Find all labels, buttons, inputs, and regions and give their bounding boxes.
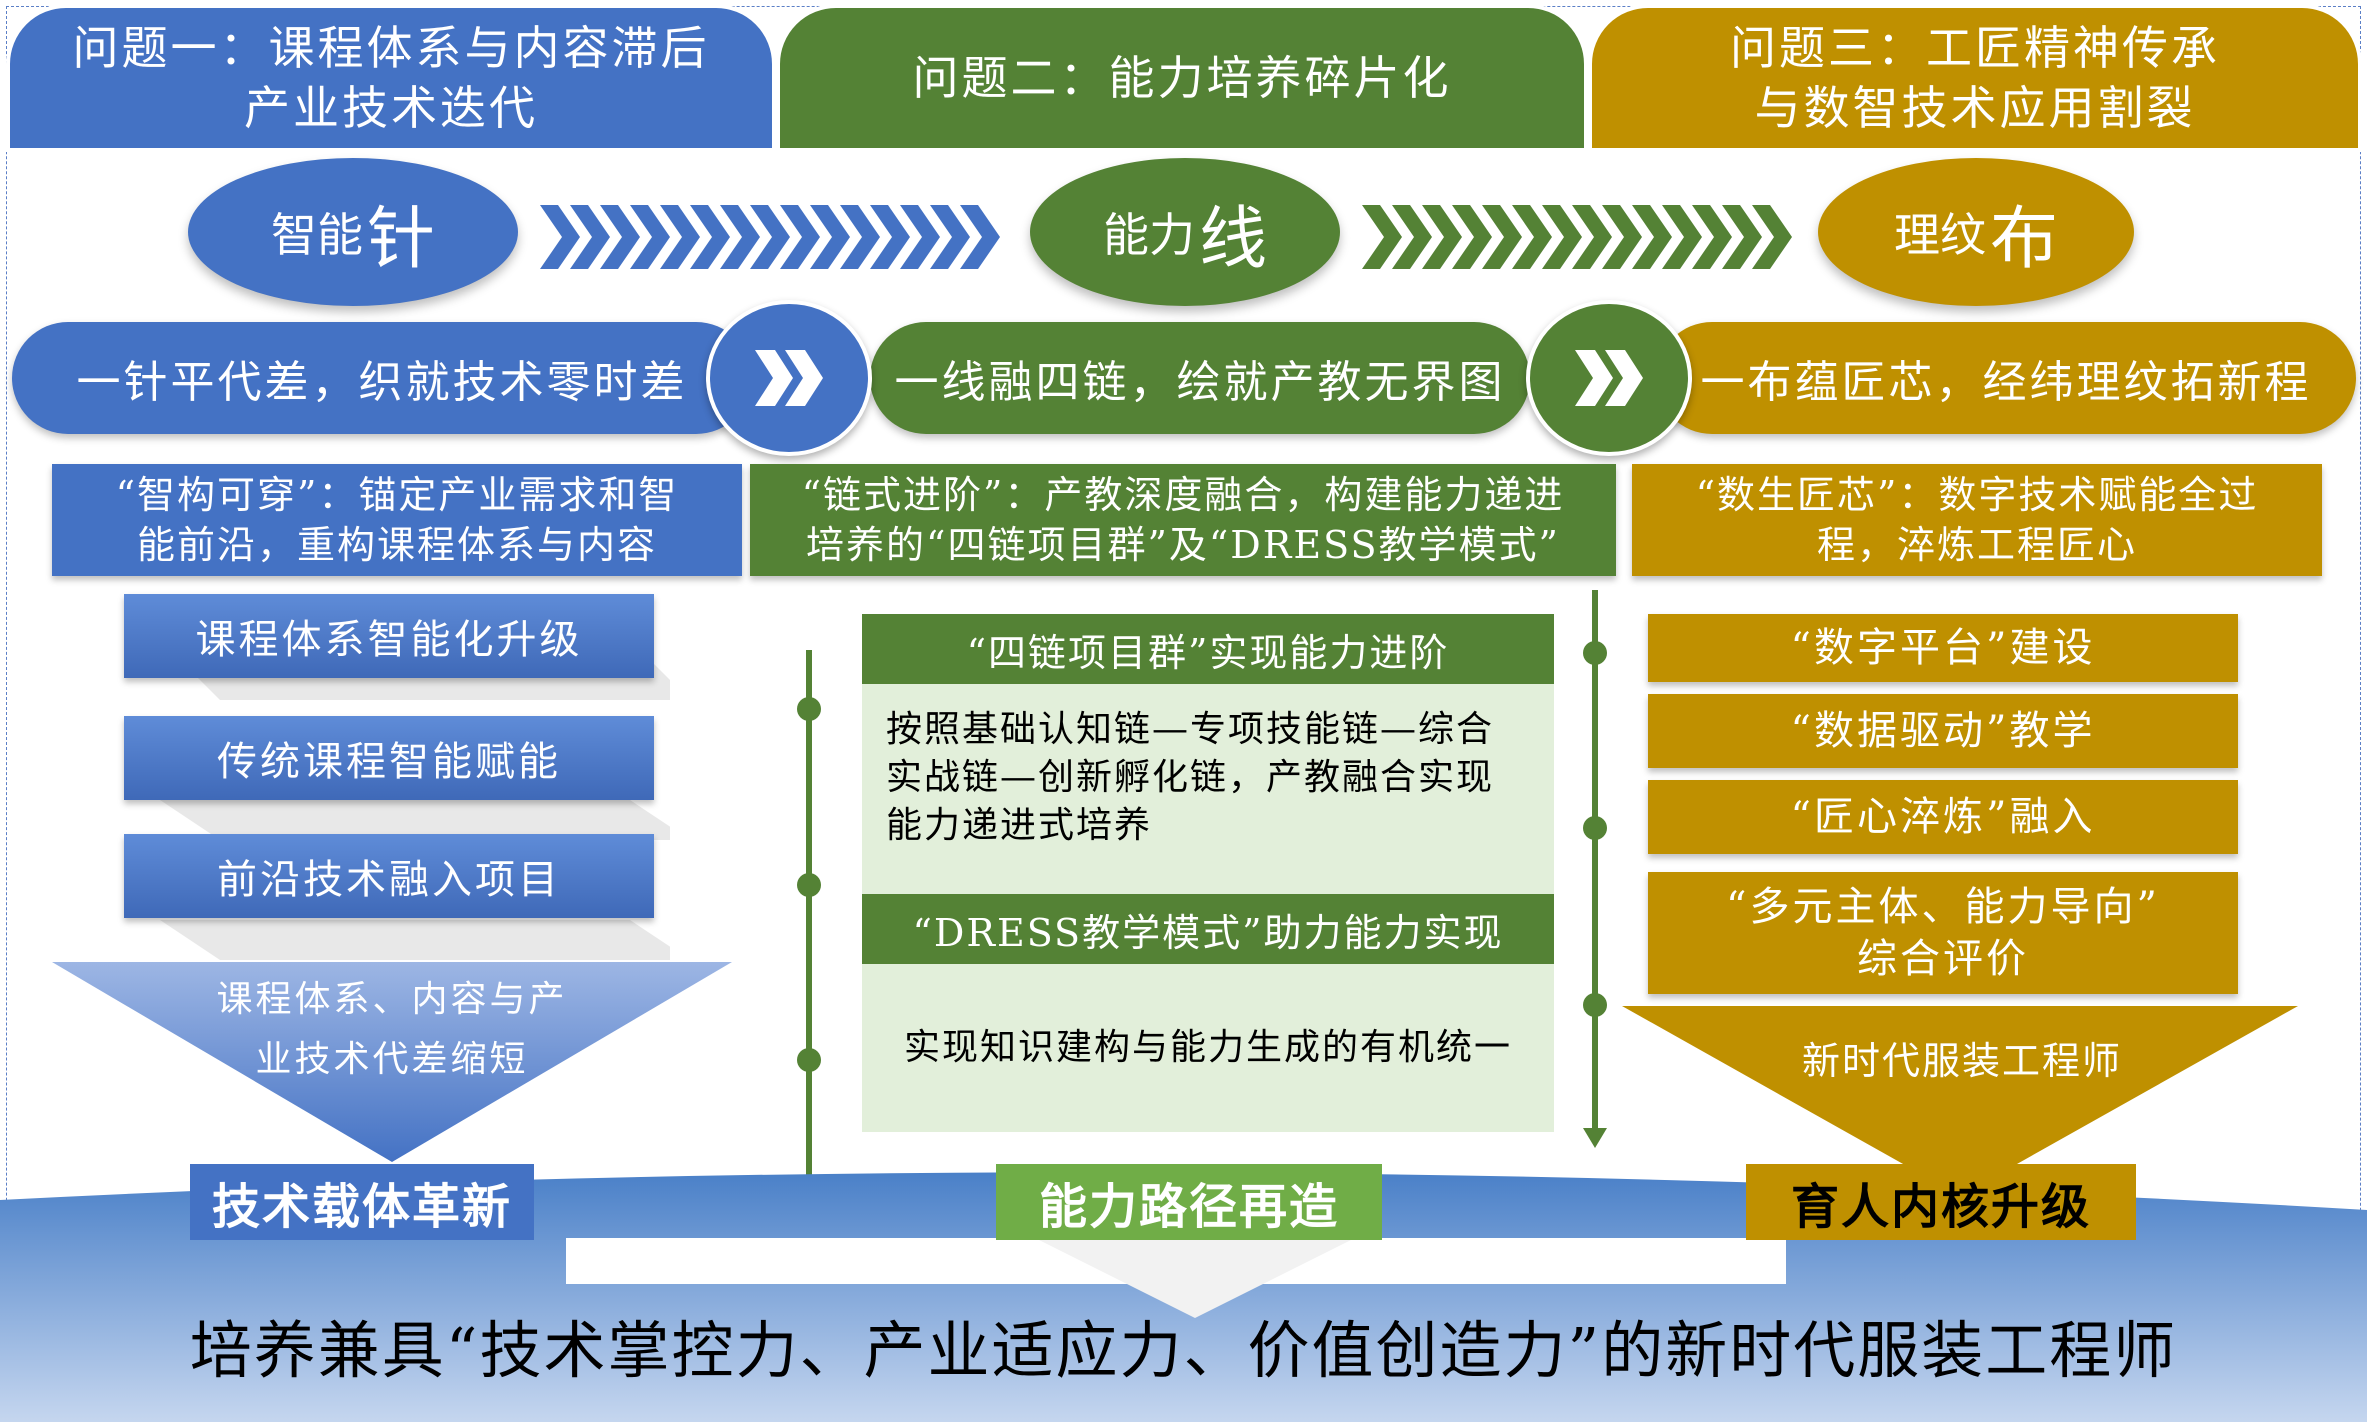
timeline-dot [1583, 993, 1607, 1017]
oval-thread-big: 线 [1198, 199, 1267, 279]
oval-thread: 能力线 [1030, 158, 1340, 306]
oval-needle-big: 针 [366, 199, 435, 279]
strategy-1-line2: 能前沿，重构课程体系与内容 [136, 523, 657, 567]
problem-3-line2: 与数智技术应用割裂 [1754, 81, 2196, 135]
col1-banner-text: 技术载体革新 [211, 1179, 512, 1235]
col3-banner: 育人内核升级 [1746, 1164, 2136, 1240]
strategy-2-header: “链式进阶”：产教深度融合，构建能力递进培养的“四链项目群”及“DRESS教学模… [750, 464, 1616, 576]
slogan-fabric-text: 一布蕴匠芯，经纬理纹拓新程 [1700, 357, 2312, 408]
slogan-needle: 一针平代差，织就技术零时差 [12, 322, 752, 434]
col1-result: 课程体系、内容与产 业技术代差缩短 [152, 970, 632, 1090]
col3-result-text: 新时代服装工程师 [1801, 1039, 2122, 1083]
double-chevron-icon [706, 300, 872, 456]
strategy-2-line1: “链式进阶”：产教深度融合，构建能力递进 [801, 473, 1565, 517]
oval-needle: 智能针 [188, 158, 518, 306]
col2-block1-title-text: “四链项目群”实现能力进阶 [966, 630, 1450, 675]
oval-fabric-small: 理纹 [1893, 208, 1986, 262]
chevron-strip-blue [540, 205, 1000, 269]
col3-result: 新时代服装工程师 [1722, 1030, 2202, 1085]
oval-fabric: 理纹布 [1818, 158, 2134, 306]
col3-item-4-line1: “多元主体、能力导向” [1726, 884, 2160, 930]
col2-block1-line1: 按照基础认知链—专项技能链—综合 [886, 709, 1495, 750]
col2-block2-body: 实现知识建构与能力生成的有机统一 [862, 964, 1554, 1132]
col3-item-4-line2: 综合评价 [1857, 936, 2029, 982]
slogan-fabric: 一布蕴匠芯，经纬理纹拓新程 [1656, 322, 2356, 434]
strategy-3-line2: 程，淬炼工程匠心 [1816, 523, 2137, 567]
col1-step-2-text: 传统课程智能赋能 [217, 739, 561, 785]
col2-block1-line3: 能力递进式培养 [886, 805, 1153, 846]
oval-fabric-big: 布 [1989, 199, 2058, 279]
col2-block1-title: “四链项目群”实现能力进阶 [862, 614, 1554, 684]
strategy-3-line1: “数生匠芯”：数字技术赋能全过 [1695, 473, 2259, 517]
strategy-3-header: “数生匠芯”：数字技术赋能全过程，淬炼工程匠心 [1632, 464, 2322, 576]
timeline-dot [797, 873, 821, 897]
problem-3-line1: 问题三：工匠精神传承 [1730, 21, 2220, 75]
problem-1-line1: 问题一：课程体系与内容滞后 [72, 21, 710, 75]
col2-banner-text: 能力路径再造 [1038, 1179, 1339, 1235]
col2-banner: 能力路径再造 [996, 1164, 1382, 1240]
col3-item-1-text: “数字平台”建设 [1790, 625, 2096, 671]
timeline-dot [797, 1048, 821, 1072]
col1-connector-shapes [160, 640, 670, 960]
slogan-thread-text: 一线融四链，绘就产教无界图 [894, 357, 1506, 408]
oval-needle-small: 智能 [270, 208, 363, 262]
col1-banner: 技术载体革新 [190, 1164, 534, 1240]
timeline-dot [1583, 816, 1607, 840]
strategy-2-line2: 培养的“四链项目群”及“DRESS教学模式” [806, 523, 1560, 567]
col2-block2-title: “DRESS教学模式”助力能力实现 [862, 894, 1554, 964]
strategy-1-header: “智构可穿”：锚定产业需求和智能前沿，重构课程体系与内容 [52, 464, 742, 576]
slogan-needle-text: 一针平代差，织就技术零时差 [76, 357, 688, 408]
col1-step-1: 课程体系智能化升级 [124, 594, 654, 678]
col3-item-1: “数字平台”建设 [1648, 614, 2238, 682]
col2-block2-title-text: “DRESS教学模式”助力能力实现 [912, 910, 1504, 955]
goal-statement: 培养兼具“技术掌控力、产业适应力、价值创造力”的新时代服装工程师 [0, 1300, 2367, 1390]
timeline-dot [1583, 641, 1607, 665]
col1-step-3-text: 前沿技术融入项目 [217, 857, 561, 903]
col3-banner-text: 育人内核升级 [1790, 1179, 2091, 1235]
col1-result-line2: 业技术代差缩短 [255, 1039, 529, 1080]
problem-3-header: 问题三：工匠精神传承与数智技术应用割裂 [1588, 4, 2362, 152]
col3-item-3-text: “匠心淬炼”融入 [1790, 794, 2096, 840]
arrow-down-icon [1583, 1128, 1607, 1148]
goal-arrow [1035, 1238, 1355, 1318]
col2-block1-body: 按照基础认知链—专项技能链—综合 实战链—创新孵化链，产教融合实现 能力递进式培… [862, 684, 1554, 894]
slogan-thread: 一线融四链，绘就产教无界图 [870, 322, 1530, 434]
oval-thread-small: 能力 [1102, 208, 1195, 262]
col1-step-2: 传统课程智能赋能 [124, 716, 654, 800]
col3-item-2-text: “数据驱动”教学 [1790, 708, 2096, 754]
col3-item-2: “数据驱动”教学 [1648, 694, 2238, 768]
col1-step-1-text: 课程体系智能化升级 [195, 617, 583, 663]
goal-text: 培养兼具“技术掌控力、产业适应力、价值创造力”的新时代服装工程师 [189, 1314, 2178, 1387]
problem-1-header: 问题一：课程体系与内容滞后产业技术迭代 [6, 4, 776, 152]
double-chevron-icon [1526, 300, 1692, 456]
col1-result-arrow [52, 962, 732, 1162]
col2-right-timeline [1592, 590, 1598, 1136]
strategy-1-line1: “智构可穿”：锚定产业需求和智 [115, 473, 679, 517]
col3-item-3: “匠心淬炼”融入 [1648, 780, 2238, 854]
col1-step-3: 前沿技术融入项目 [124, 834, 654, 918]
col3-result-arrow [1622, 1006, 2298, 1196]
problem-2-line1: 问题二：能力培养碎片化 [912, 51, 1452, 105]
col2-left-timeline [806, 650, 812, 1196]
problem-2-header: 问题二：能力培养碎片化 [776, 4, 1588, 152]
col2-block2-text: 实现知识建构与能力生成的有机统一 [903, 1027, 1512, 1068]
col1-result-line1: 课程体系、内容与产 [216, 979, 568, 1020]
problem-1-line2: 产业技术迭代 [244, 81, 538, 135]
col2-block1-line2: 实战链—创新孵化链，产教融合实现 [886, 757, 1495, 798]
timeline-dot [797, 697, 821, 721]
col3-item-4: “多元主体、能力导向” 综合评价 [1648, 872, 2238, 994]
chevron-strip-green [1362, 205, 1792, 269]
